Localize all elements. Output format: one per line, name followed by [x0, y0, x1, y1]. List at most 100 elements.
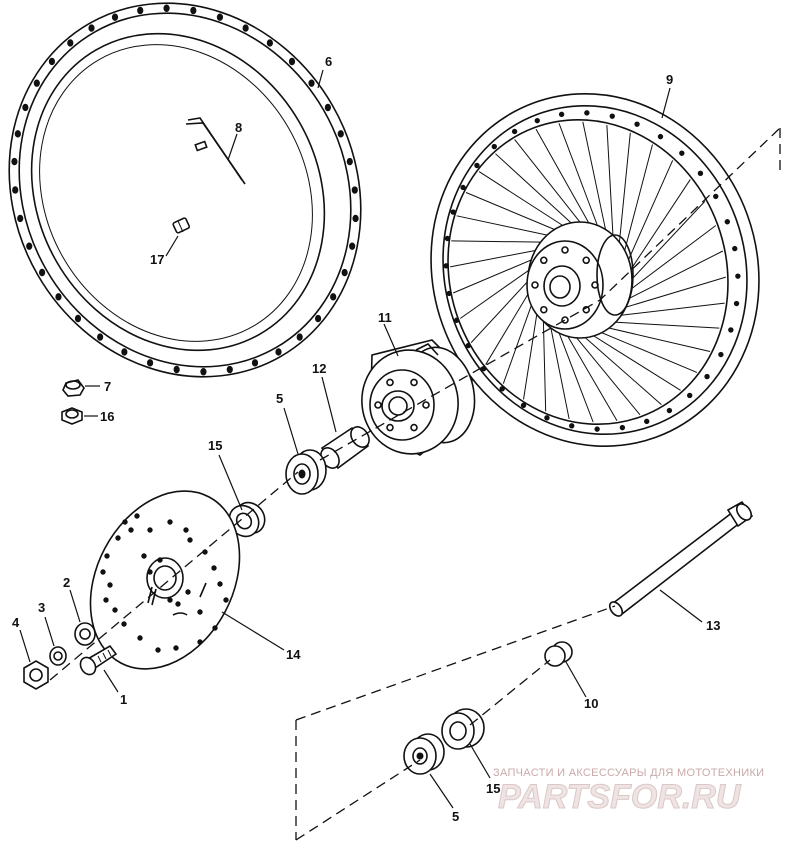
rim-hole	[146, 359, 154, 367]
spoke-nipple	[453, 317, 460, 323]
rim-hole	[200, 368, 207, 376]
bearing-lower	[403, 733, 445, 775]
rim-hole	[242, 24, 249, 32]
hub-hole	[410, 378, 418, 387]
disc-hole	[212, 625, 218, 631]
rim-hole	[137, 6, 144, 15]
callout-14: 14	[286, 647, 301, 662]
spoke-nipple	[697, 170, 704, 176]
disc-hole	[187, 537, 193, 543]
rim-hole	[308, 79, 315, 87]
spoke-nipple	[609, 113, 615, 119]
disc-hole	[197, 639, 203, 645]
callout-6: 6	[325, 54, 332, 69]
callout-3: 3	[38, 600, 45, 615]
rim-hole	[288, 57, 296, 66]
leader-lines	[19, 69, 703, 809]
spoke-nipple	[544, 415, 550, 421]
disc-hole	[104, 553, 110, 559]
rim-hole	[11, 157, 18, 166]
rim-hole	[39, 268, 46, 277]
spacer-10	[544, 641, 573, 667]
spoke-nipple	[713, 193, 719, 200]
spoke-nipple	[511, 128, 518, 135]
spoke-nipple	[534, 117, 540, 124]
rim-hole	[88, 24, 95, 32]
spoke-nipple	[443, 263, 449, 269]
rim-hole	[12, 186, 19, 194]
spoke-nipple	[687, 392, 693, 399]
rim-hole	[337, 130, 344, 138]
callout-1: 1	[120, 692, 127, 707]
seal-lower	[441, 708, 485, 750]
nut-16	[61, 407, 83, 425]
spoke-nipple	[450, 209, 456, 215]
rim-hole	[330, 293, 337, 301]
rim-hole	[346, 157, 353, 166]
rim-hole	[251, 359, 259, 367]
disc-hole	[175, 601, 181, 607]
hub-hole	[422, 401, 430, 409]
disc-hole	[141, 553, 147, 559]
rim-hole	[22, 103, 29, 112]
disc-hole	[217, 581, 223, 587]
brake-disc	[89, 490, 241, 670]
disc-hole	[157, 557, 163, 563]
rim-hole	[296, 333, 303, 341]
disc-hole	[137, 635, 143, 641]
spoke-nipple	[724, 219, 731, 225]
rim-hole	[216, 13, 224, 21]
hub-bolt	[539, 256, 548, 265]
disc-hole	[167, 519, 173, 525]
callout-11: 11	[378, 310, 392, 325]
hub-hole	[374, 401, 382, 409]
spoke-nipple	[569, 423, 575, 429]
spoke-nipple	[474, 162, 480, 169]
hub-bolt	[539, 305, 548, 314]
spoke-nipple	[679, 150, 685, 156]
spoke-nipple	[718, 351, 724, 358]
disc-hole	[197, 609, 203, 615]
callout-5-upper: 5	[276, 391, 283, 406]
rim-hole	[121, 348, 128, 356]
disc-hole	[223, 597, 229, 603]
spoke-nipple	[499, 386, 505, 392]
callout-15-lower: 15	[486, 781, 500, 796]
disc-hole	[155, 647, 161, 653]
callout-5-lower: 5	[452, 809, 459, 824]
rim-hole	[67, 39, 74, 47]
spoke-nipple	[619, 424, 626, 431]
disc-hole	[122, 519, 128, 525]
callout-7: 7	[104, 379, 111, 394]
rim-hole	[173, 365, 180, 374]
rim-hole	[74, 314, 82, 323]
disc-hole	[211, 565, 217, 571]
hub-bolt	[582, 256, 591, 265]
assembly-lines	[49, 127, 781, 841]
hub-hole	[386, 423, 394, 432]
spoke-nipple	[732, 245, 738, 252]
spoke-nipple	[644, 418, 650, 425]
rim-hole	[266, 39, 273, 47]
watermark-logo: PARTSFOR.RU	[498, 778, 742, 816]
rim-hole	[97, 333, 104, 341]
disc-hole	[112, 607, 118, 613]
rim-hole	[352, 214, 359, 223]
rim-hole	[55, 293, 62, 301]
rim-hole	[33, 79, 40, 87]
callout-9: 9	[666, 72, 673, 87]
hub-hole	[410, 423, 418, 432]
rim-hole	[190, 6, 197, 15]
hub-bolt	[561, 246, 569, 254]
bolt-1	[79, 644, 118, 676]
spoke-nipple	[634, 121, 640, 127]
bearing-upper	[285, 449, 327, 495]
spoke-nipple	[520, 402, 527, 409]
disc-hole	[103, 597, 109, 603]
rim-hole	[111, 13, 119, 21]
callout-15-upper: 15	[208, 438, 222, 453]
disc-hole	[134, 513, 140, 519]
callouts: 6 8 17 9 11 12 5 7 16 15 2 3 4 1 14 13 1…	[12, 54, 720, 824]
disc-hole	[115, 535, 121, 541]
